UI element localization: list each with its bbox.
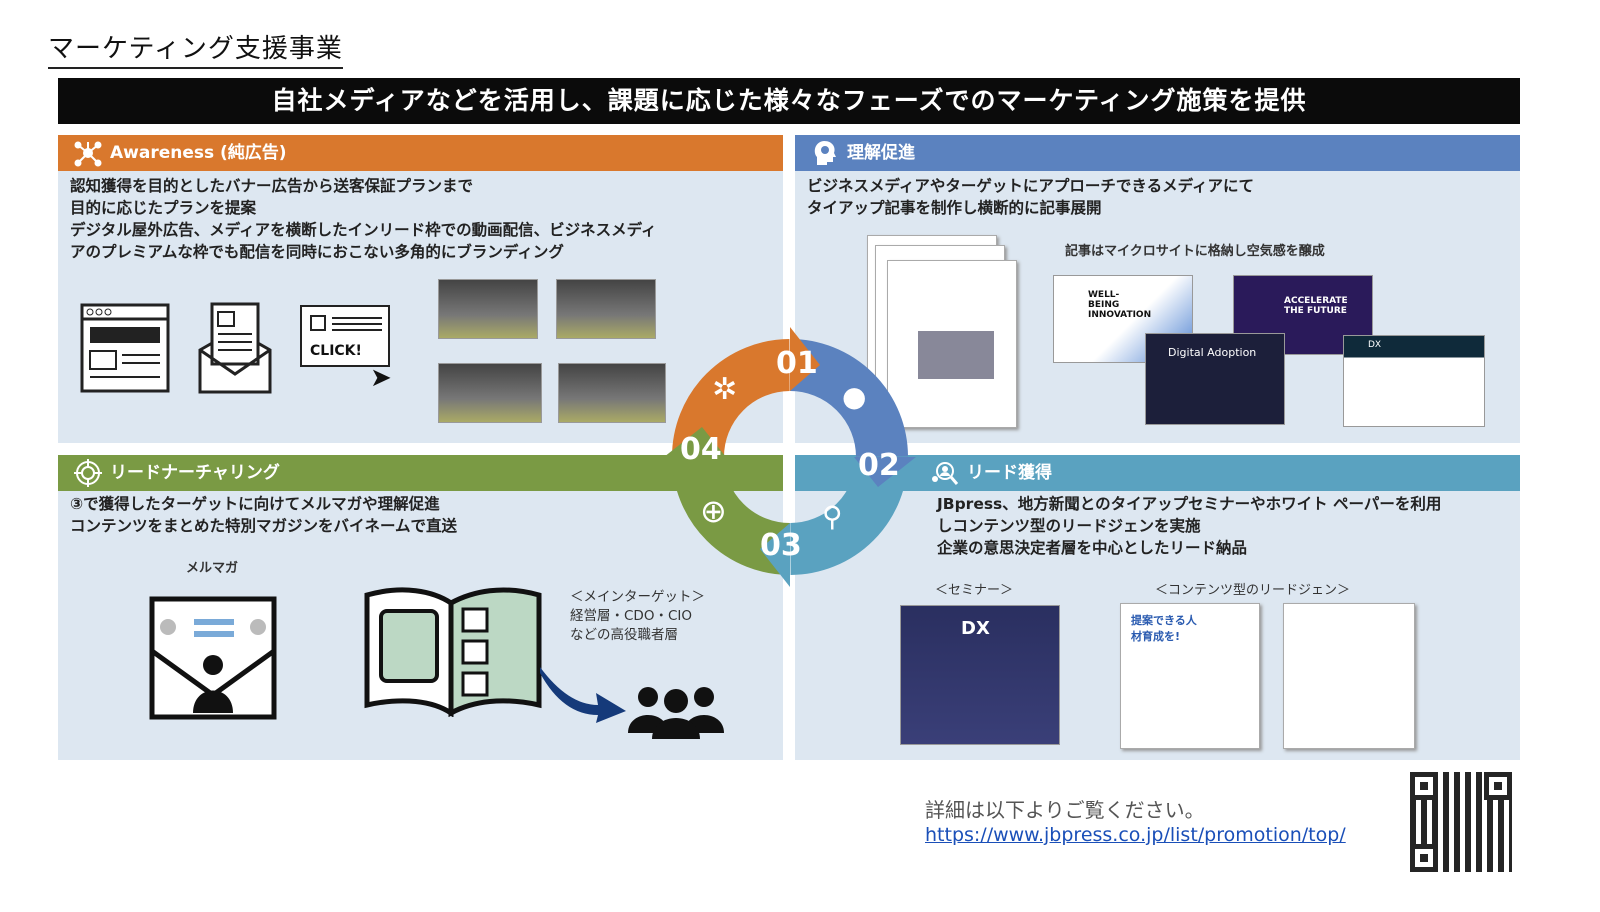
newsletter-icon xyxy=(149,596,277,720)
lead-line: 企業の意思決定者層を中心としたリード納品 xyxy=(937,539,1248,557)
whitepaper-thumbnail: 提案できる人材育成を! xyxy=(1120,603,1260,749)
step-03: 03 xyxy=(760,528,802,563)
lead-heading: リード獲得 xyxy=(967,463,1052,483)
page-title: マーケティング支援事業 xyxy=(48,28,343,69)
mailmag-label: メルマガ xyxy=(186,561,239,576)
article-thumbnail xyxy=(887,260,1017,428)
awareness-line: 認知獲得を目的としたバナー広告から送客保証プランまで xyxy=(70,177,474,195)
awareness-panel: Awareness (純広告) 認知獲得を目的としたバナー広告から送客保証プラン… xyxy=(58,135,783,443)
step-01: 01 xyxy=(776,346,818,381)
lead-header: リード獲得 xyxy=(795,455,1520,491)
awareness-line: アのプレミアムな枠でも配信を同時におこない多角的にブランディング xyxy=(70,243,564,261)
target-icon xyxy=(74,459,102,487)
step-02: 02 xyxy=(858,448,900,483)
nurturing-panel: リードナーチャリング ③で獲得したターゲットに向けてメルマガや理解促進 コンテン… xyxy=(58,455,783,760)
head-lightbulb-icon: ● xyxy=(842,380,867,413)
click-label: CLICK! xyxy=(310,343,362,359)
webpage-icon xyxy=(80,303,170,393)
whitepaper-thumbnail xyxy=(1283,603,1415,749)
understanding-panel: 理解促進 ビジネスメディアやターゲットにアプローチできるメディアにて タイアップ… xyxy=(795,135,1520,443)
ooh-photo xyxy=(558,363,666,423)
awareness-header: Awareness (純広告) xyxy=(58,135,783,171)
awareness-line: デジタル屋外広告、メディアを横断したインリード枠での動画配信、ビジネスメディ xyxy=(70,221,657,239)
understanding-line: ビジネスメディアやターゲットにアプローチできるメディアにて xyxy=(807,177,1255,195)
microsite-caption: 記事はマイクロサイトに格納し空気感を醸成 xyxy=(1065,244,1325,259)
understanding-header: 理解促進 xyxy=(795,135,1520,171)
target-line: 経営層・CDO・CIO xyxy=(570,608,692,624)
lead-search-icon xyxy=(932,462,959,485)
ooh-photo xyxy=(438,363,542,423)
nurturing-line: ③で獲得したターゲットに向けてメルマガや理解促進 xyxy=(70,495,440,513)
arrow-icon xyxy=(540,667,626,723)
head-lightbulb-icon xyxy=(814,141,836,165)
awareness-heading: Awareness (純広告) xyxy=(110,143,287,163)
lead-line: しコンテンツ型のリードジェンを実施 xyxy=(937,517,1201,535)
nurturing-heading: リードナーチャリング xyxy=(110,463,280,483)
microsite-thumbnail: DX xyxy=(1343,335,1485,427)
step-04: 04 xyxy=(680,432,722,467)
lead-line: JBpress、地方新聞とのタイアップセミナーやホワイト ペーパーを利用 xyxy=(937,495,1442,513)
understanding-heading: 理解促進 xyxy=(847,143,915,163)
target-title: ＜メインターゲット＞ xyxy=(570,589,705,605)
network-icon xyxy=(74,141,102,167)
nurturing-line: コンテンツをまとめた特別マガジンをバイネームで直送 xyxy=(70,517,458,535)
ooh-photo xyxy=(556,279,656,339)
banner-headline: 自社メディアなどを活用し、課題に応じた様々なフェーズでのマーケティング施策を提供 xyxy=(58,78,1520,124)
details-text: 詳細は以下よりご覧ください。 xyxy=(925,798,1205,822)
lead-search-icon: ⚲ xyxy=(822,500,843,533)
people-icon xyxy=(628,687,724,739)
magazine-icon xyxy=(364,587,542,717)
nurturing-header: リードナーチャリング xyxy=(58,455,783,491)
target-icon: ⊕ xyxy=(700,492,727,530)
seminar-label: ＜セミナー＞ xyxy=(935,583,1014,598)
qr-code xyxy=(1410,772,1512,872)
lead-panel: リード獲得 JBpress、地方新聞とのタイアップセミナーやホワイト ペーパーを… xyxy=(795,455,1520,760)
target-line: などの高役職者層 xyxy=(570,627,678,643)
cycle-diagram xyxy=(664,327,916,587)
microsite-thumbnail: Digital Adoption xyxy=(1145,333,1285,425)
cursor-icon: ➤ xyxy=(370,363,392,393)
mail-document-icon xyxy=(198,302,272,394)
promotion-link[interactable]: https://www.jbpress.co.jp/list/promotion… xyxy=(925,824,1346,846)
ooh-photo xyxy=(438,279,538,339)
understanding-line: タイアップ記事を制作し横断的に記事展開 xyxy=(807,199,1102,217)
click-banner-icon: CLICK! xyxy=(300,305,390,367)
seminar-thumbnail: DX xyxy=(900,605,1060,745)
awareness-line: 目的に応じたプランを提案 xyxy=(70,199,257,217)
content-leadgen-label: ＜コンテンツ型のリードジェン＞ xyxy=(1155,583,1351,598)
network-icon: ✲ xyxy=(712,372,738,407)
